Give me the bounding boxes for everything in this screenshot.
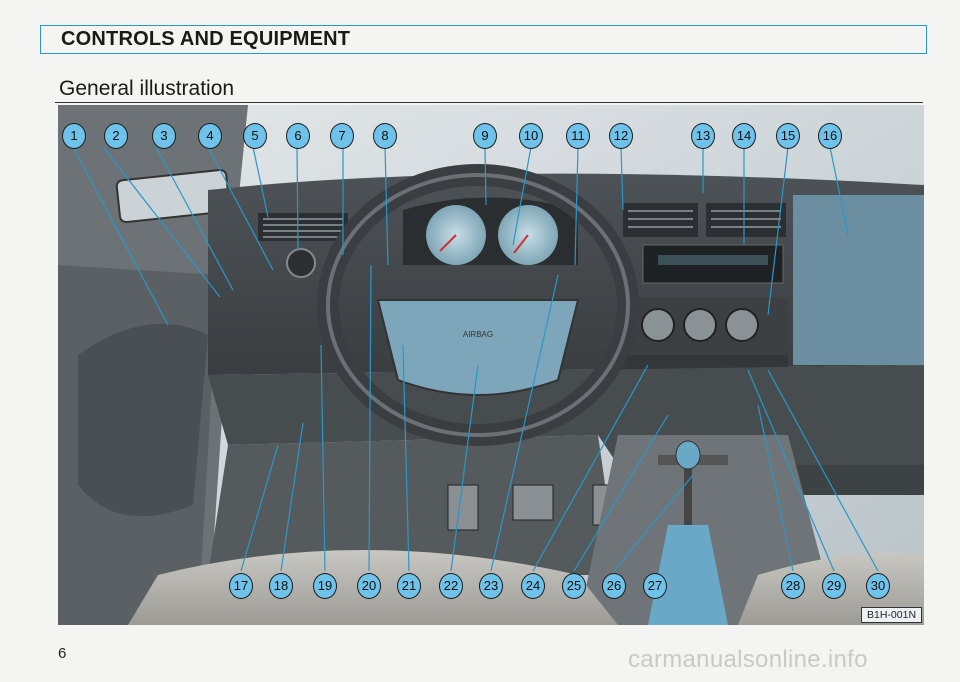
callout-7: 7	[330, 123, 354, 149]
dashboard-drawing: AIRBAG	[58, 105, 924, 625]
callout-1: 1	[62, 123, 86, 149]
heading-rule	[55, 102, 923, 103]
watermark: carmanualsonline.info	[628, 646, 868, 673]
section-title: CONTROLS AND EQUIPMENT	[61, 28, 351, 50]
callout-27: 27	[643, 573, 667, 599]
callout-25: 25	[562, 573, 586, 599]
callout-10: 10	[519, 123, 543, 149]
callout-22: 22	[439, 573, 463, 599]
page-number: 6	[58, 645, 67, 662]
airbag-label: AIRBAG	[463, 330, 493, 339]
callout-21: 21	[397, 573, 421, 599]
callout-18: 18	[269, 573, 293, 599]
callout-9: 9	[473, 123, 497, 149]
callout-14: 14	[732, 123, 756, 149]
callout-13: 13	[691, 123, 715, 149]
callout-16: 16	[818, 123, 842, 149]
callout-12: 12	[609, 123, 633, 149]
callout-6: 6	[286, 123, 310, 149]
callout-2: 2	[104, 123, 128, 149]
section-header: CONTROLS AND EQUIPMENT	[40, 25, 927, 54]
callout-3: 3	[152, 123, 176, 149]
figure-reference-code: B1H-001N	[861, 607, 923, 623]
callout-19: 19	[313, 573, 337, 599]
callout-17: 17	[229, 573, 253, 599]
callout-28: 28	[781, 573, 805, 599]
callout-29: 29	[822, 573, 846, 599]
callout-15: 15	[776, 123, 800, 149]
callout-24: 24	[521, 573, 545, 599]
callout-20: 20	[357, 573, 381, 599]
callout-5: 5	[243, 123, 267, 149]
subheading: General illustration	[59, 77, 235, 100]
callout-30: 30	[866, 573, 890, 599]
dashboard-illustration: AIRBAG	[58, 105, 924, 625]
callout-4: 4	[198, 123, 222, 149]
callout-8: 8	[373, 123, 397, 149]
callout-11: 11	[566, 123, 590, 149]
callout-23: 23	[479, 573, 503, 599]
callout-26: 26	[602, 573, 626, 599]
